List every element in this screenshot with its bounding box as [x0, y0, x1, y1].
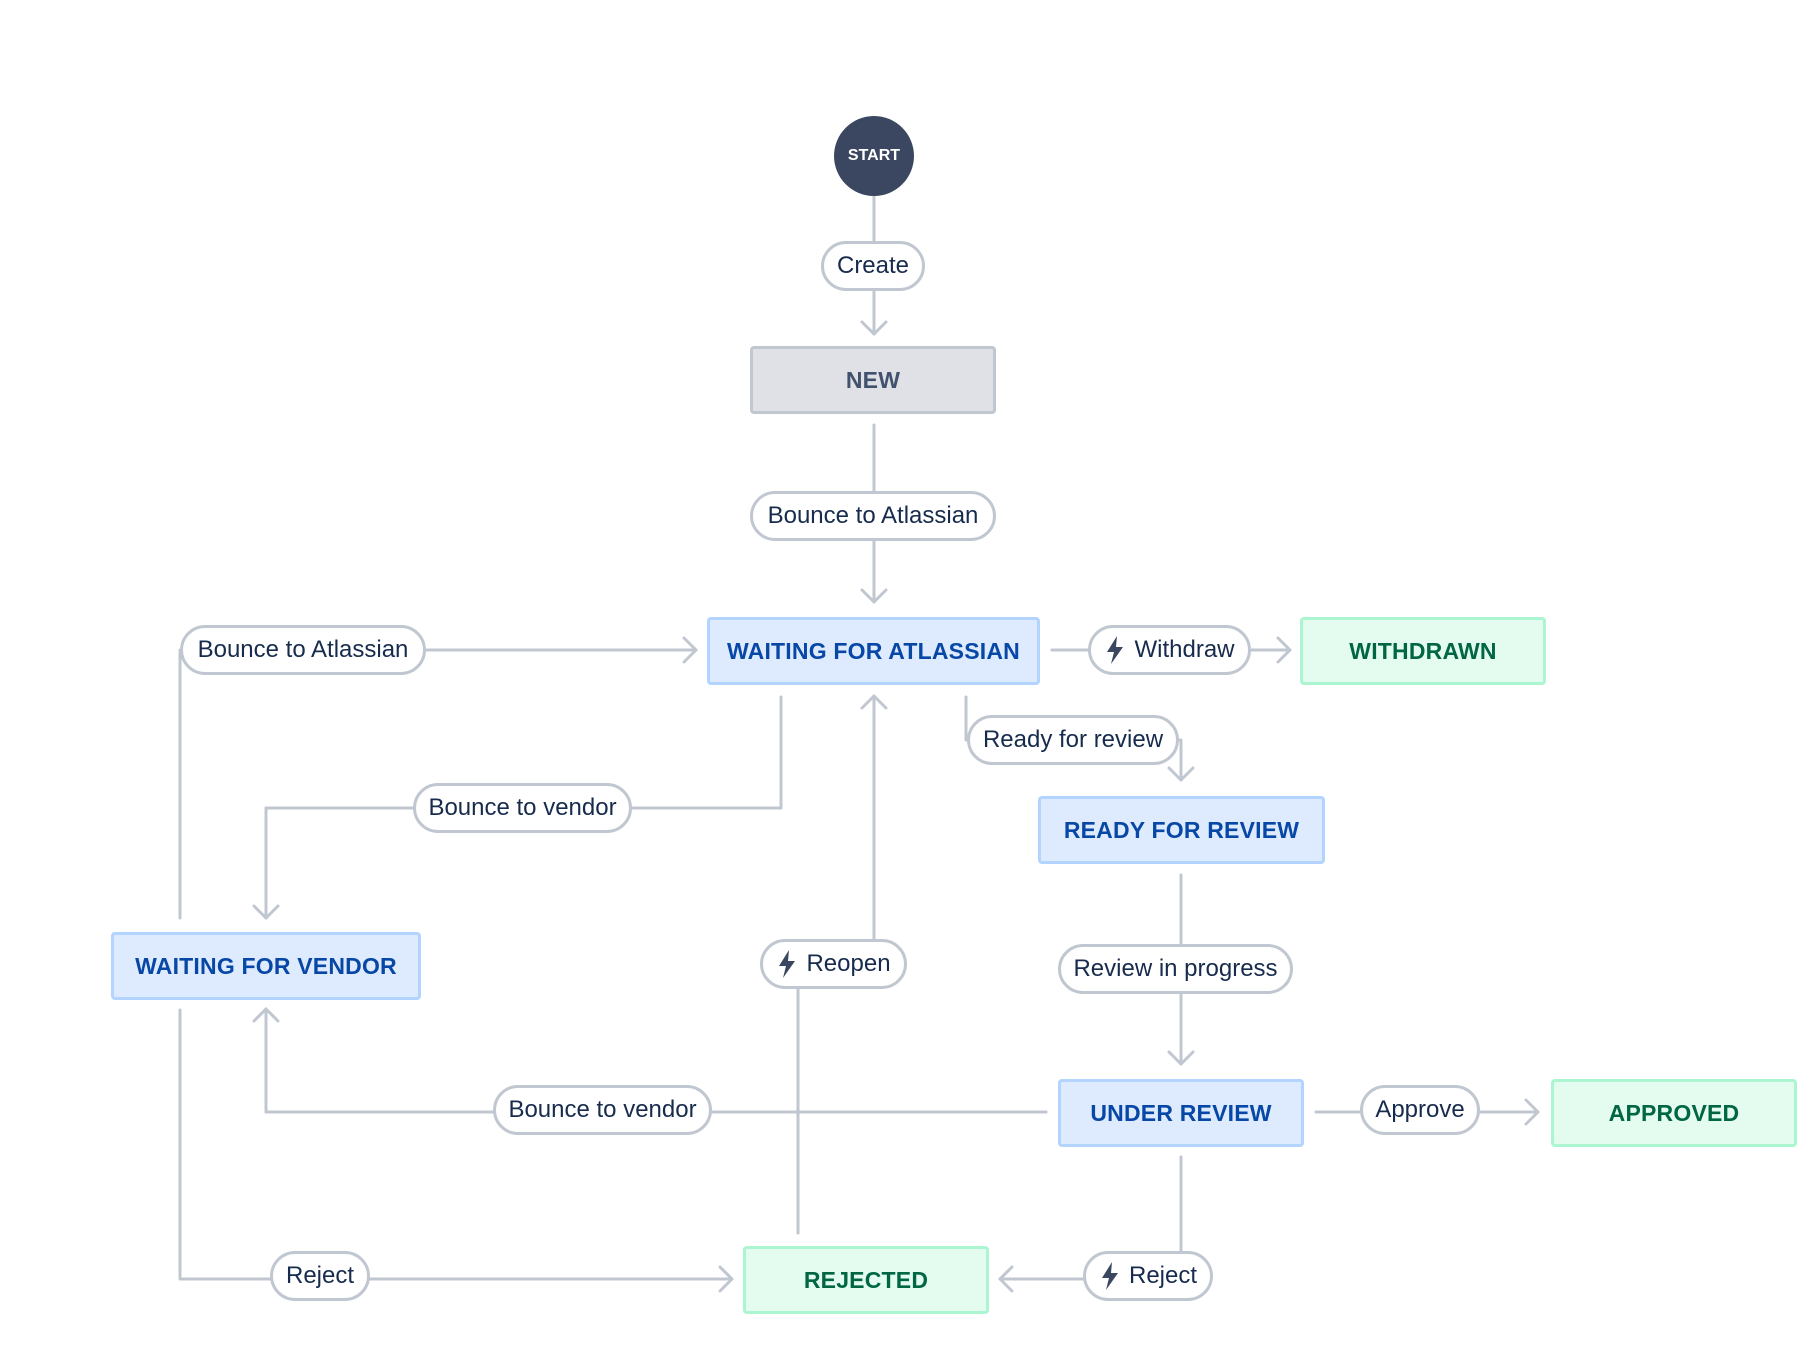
transition-review-in-progress[interactable]: Review in progress — [1058, 944, 1293, 994]
connector-review-to-vendor — [264, 1007, 1048, 1114]
arrowhead-into-vendor-bottom — [252, 1007, 280, 1023]
transition-withdraw[interactable]: Withdraw — [1088, 625, 1251, 675]
arrowhead-into-ready — [1167, 766, 1195, 782]
transition-approve[interactable]: Approve — [1360, 1085, 1480, 1135]
status-new-label: NEW — [845, 366, 901, 393]
arrowhead-into-rejected-left — [718, 1265, 734, 1293]
transition-label: Reject — [1128, 1262, 1198, 1289]
transition-create-label: Create — [836, 252, 910, 279]
start-label: START — [847, 147, 901, 164]
transition-bounce-to-atlassian-from-new[interactable]: Bounce to Atlassian — [750, 491, 996, 541]
transition-label: Bounce to Atlassian — [767, 502, 979, 529]
transition-reopen-label: Reopen — [806, 950, 891, 977]
status-under-review-label: UNDER REVIEW — [1090, 1099, 1272, 1126]
arrowhead-into-rejected-right — [998, 1265, 1014, 1293]
start-node: START — [834, 116, 914, 196]
status-rejected[interactable]: REJECTED — [743, 1246, 989, 1314]
status-waiting-for-vendor-label: WAITING FOR VENDOR — [135, 952, 397, 979]
arrowhead-into-waiting-atlassian-top — [860, 588, 888, 604]
status-waiting-for-atlassian-label: WAITING FOR ATLASSIAN — [727, 637, 1020, 664]
transition-approve-label: Approve — [1375, 1096, 1465, 1123]
transition-reopen[interactable]: Reopen — [760, 939, 907, 989]
status-approved[interactable]: APPROVED — [1551, 1079, 1797, 1147]
status-withdrawn[interactable]: WITHDRAWN — [1300, 617, 1546, 685]
arrowhead-into-vendor-top — [252, 904, 280, 920]
status-ready-for-review-label: READY FOR REVIEW — [1063, 816, 1300, 843]
status-under-review[interactable]: UNDER REVIEW — [1058, 1079, 1304, 1147]
arrowhead-into-waiting-atlassian-left — [682, 636, 698, 664]
transition-reject-from-vendor[interactable]: Reject — [270, 1251, 370, 1301]
transition-ready-for-review[interactable]: Ready for review — [967, 715, 1179, 765]
arrowhead-into-withdrawn — [1276, 636, 1292, 664]
lightning-bolt-icon — [776, 949, 798, 979]
transition-bounce-to-vendor-from-review[interactable]: Bounce to vendor — [493, 1085, 712, 1135]
transition-ready-for-review-label: Ready for review — [982, 726, 1164, 753]
status-new[interactable]: NEW — [750, 346, 996, 414]
transition-review-in-progress-label: Review in progress — [1073, 955, 1278, 982]
lightning-bolt-icon — [1104, 635, 1126, 665]
transition-label: Bounce to vendor — [508, 1096, 697, 1123]
transition-reject-from-review[interactable]: Reject — [1083, 1251, 1213, 1301]
transition-label: Reject — [285, 1262, 355, 1289]
status-ready-for-review[interactable]: READY FOR REVIEW — [1038, 796, 1325, 864]
lightning-bolt-icon — [1099, 1261, 1121, 1291]
transition-bounce-to-vendor-from-atlassian[interactable]: Bounce to vendor — [413, 783, 632, 833]
connector-vendor-to-rejected — [178, 1008, 734, 1281]
status-waiting-for-atlassian[interactable]: WAITING FOR ATLASSIAN — [707, 617, 1040, 685]
arrowhead-into-waiting-atlassian-bottom — [860, 694, 888, 710]
transition-create[interactable]: Create — [821, 241, 925, 291]
status-withdrawn-label: WITHDRAWN — [1349, 637, 1497, 664]
arrowhead-into-under-review — [1167, 1050, 1195, 1066]
status-waiting-for-vendor[interactable]: WAITING FOR VENDOR — [111, 932, 421, 1000]
transition-bounce-to-atlassian-from-vendor[interactable]: Bounce to Atlassian — [180, 625, 426, 675]
transition-withdraw-label: Withdraw — [1134, 636, 1235, 663]
transition-label: Bounce to Atlassian — [197, 636, 409, 663]
status-approved-label: APPROVED — [1608, 1099, 1740, 1126]
arrowhead-into-new — [860, 320, 888, 336]
arrowhead-into-approved — [1524, 1098, 1540, 1126]
status-rejected-label: REJECTED — [803, 1266, 929, 1293]
transition-label: Bounce to vendor — [428, 794, 617, 821]
